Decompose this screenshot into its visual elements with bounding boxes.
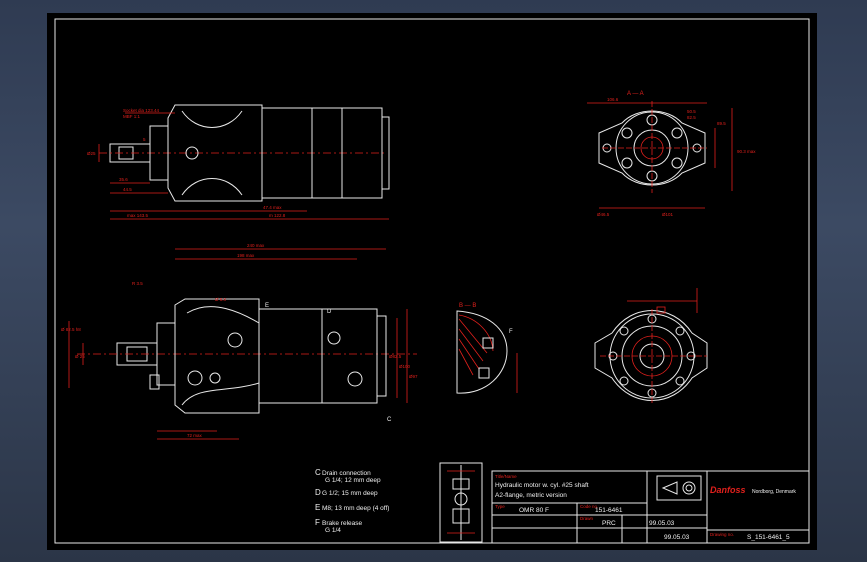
dim-44: 44.5	[123, 187, 132, 192]
dim-aa-3: 90.3 max	[737, 149, 756, 154]
drawn-date: 99.05.03	[649, 520, 675, 527]
note-f-line1: Brake release	[322, 520, 362, 527]
drawing-sheet: Socket dia 123.44 MBF 1:1 Ø25 5 35.6 44.…	[47, 13, 817, 550]
label-f: F	[509, 329, 513, 335]
company-location: Nordborg, Denmark	[752, 489, 796, 495]
title-label: Title/Name	[495, 474, 517, 479]
drawn-label: Drawn	[580, 516, 594, 521]
code-value: 151-6461	[595, 507, 623, 514]
drawing-no-value: S_151-6461_5	[747, 534, 790, 541]
note-e-line1: M8; 13 mm deep (4 off)	[322, 505, 389, 512]
dim-25: Ø 25	[75, 354, 85, 359]
company-logo: Danfoss	[710, 485, 746, 495]
end-view	[594, 288, 708, 405]
title-line1: Hydraulic motor w. cyl. #25 shaft	[495, 482, 589, 489]
type-label: Type	[495, 504, 505, 509]
front-view: 240 max 198 max R 3.5 Ø 8.8 Ø82.5 Ø100 Ø…	[61, 243, 418, 440]
dim-143: max 143.5	[127, 213, 149, 218]
dim-122: m 122.8	[269, 213, 286, 218]
side-view: Socket dia 123.44 MBF 1:1 Ø25 5 35.6 44.…	[87, 104, 390, 220]
dim-5: 5	[143, 137, 146, 142]
code-label: Code no.	[580, 504, 598, 509]
section-bb-view: B — B F	[456, 303, 518, 394]
checked-date: 99.05.03	[664, 534, 690, 541]
dim-r35: R 3.5	[132, 281, 143, 286]
note-c-line2: G 1/4; 12 mm deep	[325, 477, 381, 484]
section-aa-label: A — A	[627, 91, 644, 97]
dim-aa-6: 50.5	[687, 109, 696, 114]
dim-socket: Socket dia 123.44	[123, 108, 160, 113]
drawing-canvas: Socket dia 123.44 MBF 1:1 Ø25 5 35.6 44.…	[54, 18, 810, 544]
dim-aa-7: 82.5	[687, 115, 696, 120]
label-c: C	[387, 417, 392, 423]
dim-aa-1: Ø46.5	[597, 212, 610, 217]
drawn-value: PRC	[602, 520, 616, 527]
dim-100: Ø100	[399, 364, 411, 369]
note-f-code: F	[315, 518, 320, 527]
dim-198: 198 max	[237, 253, 255, 258]
dim-240: 240 max	[247, 243, 265, 248]
label-d: D	[327, 309, 332, 315]
drawing-no-label: Drawing no.	[710, 532, 734, 537]
section-aa-view: A — A Ø46.5 Ø101 90.3 max 106.6 89.5 50.…	[587, 91, 756, 217]
dim-72: 72 max	[187, 433, 203, 438]
dim-aa-4: 106.6	[607, 97, 619, 102]
note-f-line2: G 1/4	[325, 527, 341, 534]
dim-97: Ø97	[409, 374, 418, 379]
title-line2: A2-flange, metric version	[495, 492, 567, 499]
label-e: E	[265, 303, 269, 309]
dim-88: Ø 8.8	[215, 297, 227, 302]
dim-aa-5: 89.5	[717, 121, 726, 126]
note-c-code: C	[315, 468, 321, 477]
dim-scale: MBF 1:1	[123, 114, 141, 119]
note-e-code: E	[315, 503, 320, 512]
title-block: Title/Name Hydraulic motor w. cyl. #25 s…	[491, 470, 810, 544]
notes-block: C Drain connection G 1/4; 12 mm deep D G…	[315, 468, 389, 534]
type-value: OMR 80 F	[519, 507, 549, 514]
dim-shaft-dia: Ø25	[87, 151, 96, 156]
dim-35: 35.6	[119, 177, 128, 182]
dim-82-5: Ø82.5	[389, 354, 402, 359]
note-c-line1: Drain connection	[322, 470, 371, 477]
hydraulic-symbol	[439, 462, 483, 543]
dim-aa-2: Ø101	[662, 212, 674, 217]
dim-82-h8: Ø 82.5 h8	[61, 327, 81, 332]
section-bb-label: B — B	[459, 303, 476, 309]
sheet-border	[54, 18, 810, 544]
note-d-code: D	[315, 488, 321, 497]
dim-47: 47.4 max	[263, 205, 282, 210]
note-d-line1: G 1/2; 15 mm deep	[322, 490, 378, 497]
